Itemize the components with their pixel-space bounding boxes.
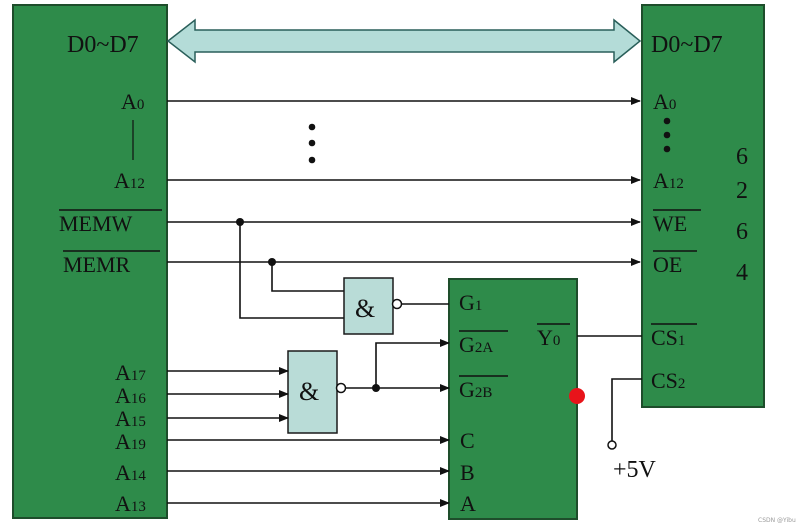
cpu-a12-label: A12: [114, 168, 145, 193]
chip-number-digit: 4: [736, 260, 748, 286]
decoder-g2b-label: G2B: [459, 377, 492, 402]
red-marker-dot: [569, 388, 585, 404]
upper-and-gate: [343, 277, 394, 335]
chip-number-digit: 6: [736, 219, 748, 245]
decoder-g1-label: G1: [459, 290, 482, 315]
wire-memr-to-gate: [271, 262, 344, 292]
upper-and-gate-symbol: &: [355, 294, 375, 323]
cpu-data-bus-label: D0~D7: [67, 32, 139, 58]
ellipsis-dot: [308, 156, 316, 164]
memory-6264-block: [641, 4, 765, 408]
wire-cs2-to-vcc: [611, 378, 642, 441]
upper-gate-inverter-bubble: [391, 298, 403, 310]
decoder-g2a-label: G2A: [459, 332, 493, 357]
lower-and-gate-symbol: &: [299, 377, 319, 406]
watermark: CSDN @Yibu: [758, 517, 796, 524]
wire-gate-to-g2a: [375, 339, 450, 388]
vcc-label: +5V: [613, 457, 657, 483]
decoder-a-label: A: [460, 491, 476, 516]
decoder-74138-block: [448, 278, 578, 520]
cpu-a16-label: A16: [115, 383, 146, 408]
mem-we-label: WE: [653, 211, 687, 236]
lower-and-gate: [287, 350, 338, 434]
cpu-a0-label: A0: [121, 89, 144, 114]
mem-ellipsis-dot: [663, 131, 671, 139]
data-bus-arrow: [166, 18, 642, 64]
cpu-a14-label: A14: [115, 460, 146, 485]
ellipsis-dot: [308, 139, 316, 147]
cpu-a15-label: A15: [115, 406, 146, 431]
vcc-terminal: [607, 440, 617, 450]
cpu-a17-label: A17: [115, 360, 146, 385]
ellipsis-dot: [308, 123, 316, 131]
mem-data-bus-label: D0~D7: [651, 32, 723, 58]
chip-number-digit: 2: [736, 178, 748, 204]
mem-oe-label: OE: [653, 252, 682, 277]
cpu-block: [12, 4, 168, 519]
mem-cs1-label: CS1: [651, 325, 685, 350]
mem-cs2-label: CS2: [651, 368, 685, 393]
decoder-y0-label: Y0: [537, 325, 560, 350]
chip-number-digit: 6: [736, 144, 748, 170]
decoder-b-label: B: [460, 460, 475, 485]
decoder-c-label: C: [460, 428, 475, 453]
mem-a0-label: A0: [653, 89, 676, 114]
lower-gate-inverter-bubble: [335, 382, 347, 394]
cpu-a19-label: A19: [115, 429, 146, 454]
mem-a12-label: A12: [653, 168, 684, 193]
wire-memw-to-gate: [239, 222, 344, 319]
cpu-a13-label: A13: [115, 491, 146, 516]
cpu-memw-label: MEMW: [59, 211, 133, 236]
mem-ellipsis-dot: [663, 145, 671, 153]
mem-ellipsis-dot: [663, 117, 671, 125]
cpu-memr-label: MEMR: [63, 252, 131, 277]
